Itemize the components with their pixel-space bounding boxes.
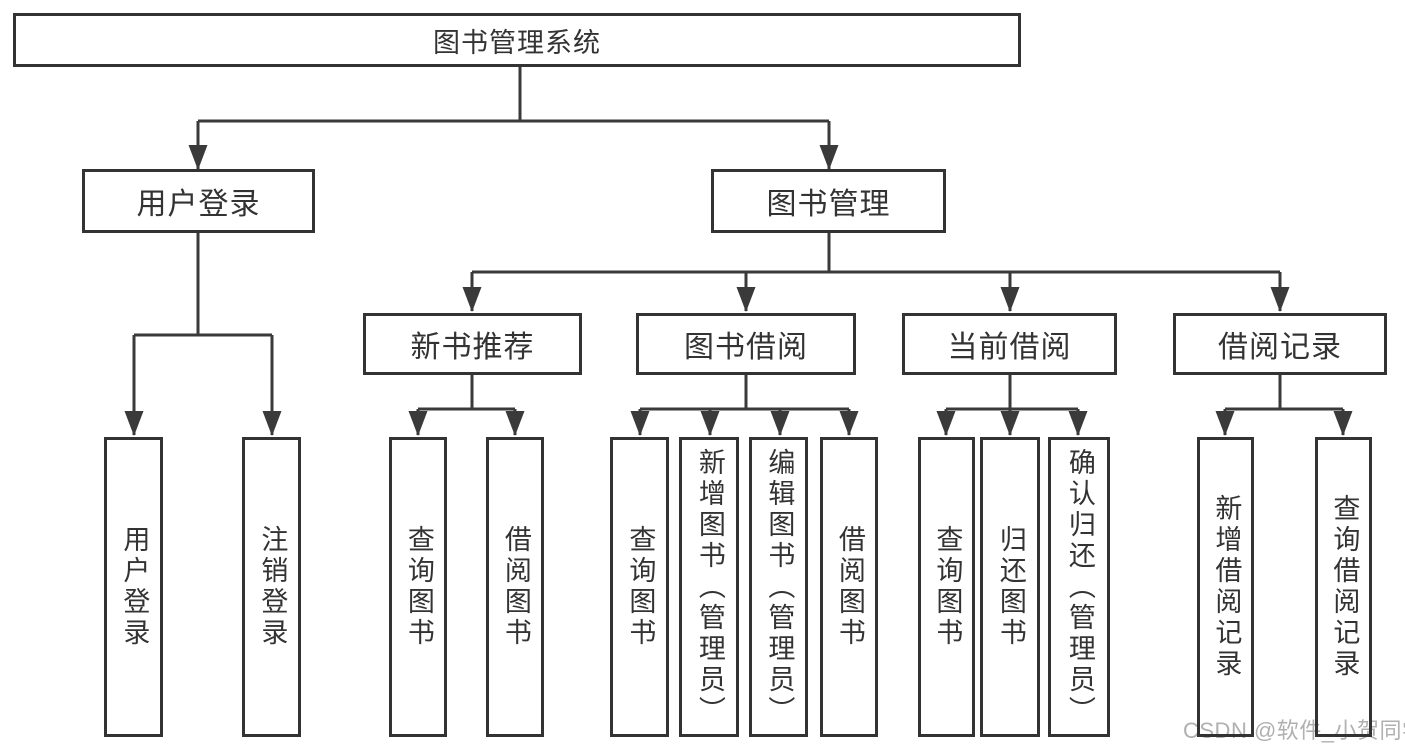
connector-new-book-children	[408, 375, 525, 436]
leaf-user-login: 用户登录	[104, 437, 163, 737]
leaf-confirm-return-admin-label: 确认归还（管理员）	[1064, 447, 1095, 727]
connector-borrow-records-children	[1215, 375, 1353, 436]
leaf-newbook-borrow-books-label: 借阅图书	[500, 525, 531, 649]
leaf-borrow-query-books-label: 查询图书	[625, 525, 656, 649]
leaf-add-books-admin: 新增图书（管理员）	[679, 437, 739, 737]
leaf-borrow-books: 借阅图书	[820, 437, 878, 737]
node-user-login-label: 用户登录	[136, 188, 261, 221]
leaf-edit-books-admin-label: 编辑图书（管理员）	[764, 447, 795, 727]
node-book-borrow-label: 图书借阅	[684, 331, 808, 364]
node-new-book-recommend-label: 新书推荐	[410, 331, 535, 364]
node-current-borrow: 当前借阅	[902, 313, 1117, 375]
connector-book-management-children	[462, 233, 1290, 312]
leaf-user-login-label: 用户登录	[119, 525, 150, 649]
leaf-newbook-query-books: 查询图书	[389, 437, 447, 737]
node-user-login: 用户登录	[82, 169, 315, 233]
node-borrow-records-label: 借阅记录	[1218, 331, 1342, 364]
node-current-borrow-label: 当前借阅	[947, 331, 1072, 364]
leaf-current-query-books: 查询图书	[918, 437, 975, 737]
leaf-confirm-return-admin: 确认归还（管理员）	[1048, 437, 1110, 737]
connector-current-borrow-children	[936, 375, 1088, 436]
node-book-borrow: 图书借阅	[636, 313, 856, 375]
node-book-management-label: 图书管理	[766, 188, 891, 221]
leaf-edit-books-admin: 编辑图书（管理员）	[749, 437, 808, 737]
connector-book-borrow-children	[630, 375, 859, 436]
leaf-add-borrow-record-label: 新增借阅记录	[1211, 494, 1242, 680]
connector-user-login-children	[124, 233, 282, 436]
leaf-query-borrow-record: 查询借阅记录	[1315, 437, 1372, 737]
connector-root-to-level2	[188, 67, 839, 170]
node-new-book-recommend: 新书推荐	[363, 313, 582, 375]
leaf-newbook-borrow-books: 借阅图书	[486, 437, 544, 737]
leaf-logout: 注销登录	[242, 437, 301, 737]
watermark: CSDN @软件_小贺同学	[1183, 718, 1405, 743]
node-borrow-records: 借阅记录	[1173, 313, 1387, 375]
leaf-borrow-books-label: 借阅图书	[834, 525, 865, 649]
leaf-add-borrow-record: 新增借阅记录	[1197, 437, 1254, 737]
leaf-return-books: 归还图书	[980, 437, 1040, 737]
leaf-return-books-label: 归还图书	[995, 525, 1026, 649]
leaf-query-borrow-record-label: 查询借阅记录	[1329, 494, 1360, 680]
node-book-management: 图书管理	[711, 169, 946, 233]
leaf-borrow-query-books: 查询图书	[610, 437, 669, 737]
leaf-newbook-query-books-label: 查询图书	[403, 525, 434, 649]
leaf-logout-label: 注销登录	[257, 525, 288, 649]
node-root-label: 图书管理系统	[433, 27, 601, 58]
node-root: 图书管理系统	[13, 13, 1021, 67]
leaf-add-books-admin-label: 新增图书（管理员）	[694, 447, 725, 727]
leaf-current-query-books-label: 查询图书	[932, 525, 963, 649]
